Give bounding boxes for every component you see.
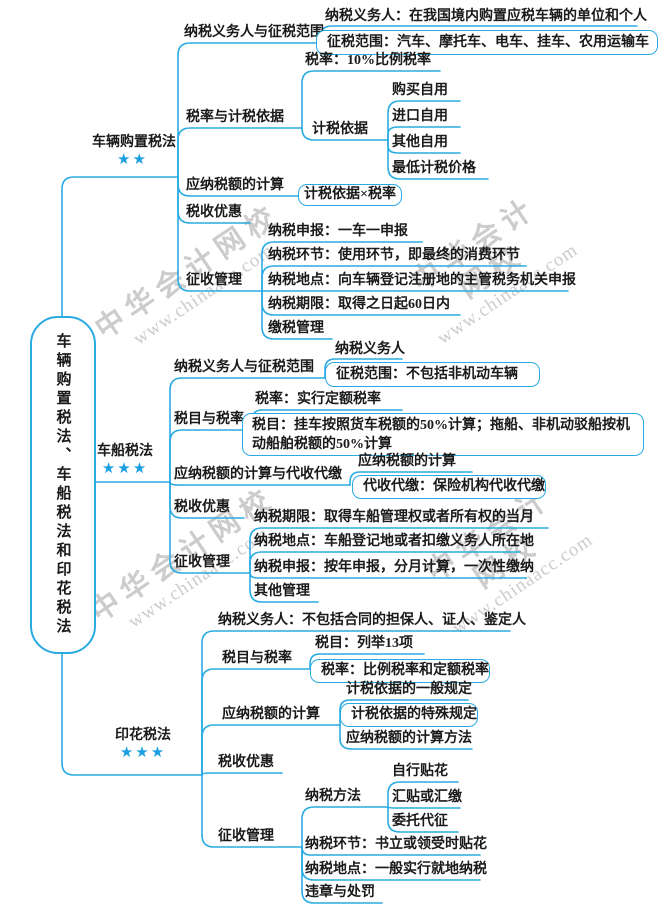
node-label: 税率：实行定额税率 [255, 392, 381, 407]
node-label: 应纳税额的计算方法 [346, 731, 472, 746]
node-label: 购买自用 [392, 83, 448, 98]
node-label: 计税依据 [312, 122, 368, 137]
branch-vehicle-vessel-tax-label: 车船税法 [97, 444, 153, 459]
node-label: 其他自用 [392, 135, 448, 150]
node-box: 计税依据的特殊规定 [340, 703, 478, 727]
node-label: 进口自用 [392, 109, 448, 124]
node-label: 税目与税率 [174, 412, 244, 427]
node-label: 违章与处罚 [305, 885, 375, 900]
node-label: 纳税地点：一般实行就地纳税 [305, 862, 487, 877]
node-label: 最低计税价格 [392, 161, 476, 176]
branch-vehicle-purchase-tax-label: 车辆购置税法 [92, 135, 176, 150]
node-label: 其他管理 [254, 584, 310, 599]
node-label: 纳税义务人 [335, 342, 405, 357]
node-label: 应纳税额的计算 [186, 178, 284, 193]
node-label: 税收优惠 [218, 755, 274, 770]
node-label: 纳税申报：按年申报，分月计算，一次性缴纳 [254, 560, 534, 575]
node-label: 税收优惠 [186, 205, 242, 220]
node-label: 应纳税额的计算与代收代缴 [174, 467, 342, 482]
root-node: 车辆购置税法、车船税法和印花税法 [30, 316, 96, 654]
node-label: 纳税义务人：在我国境内购置应税车辆的单位和个人 [325, 9, 647, 24]
node-box: 税目：挂车按照货车税额的50%计算；拖船、非机动驳船按机动船舶税额的50%计算 [242, 413, 644, 456]
branch-vehicle-vessel-tax-stars: ★★★ [101, 461, 149, 477]
node-label: 应纳税额的计算 [222, 707, 320, 722]
node-label: 应纳税额的计算 [358, 454, 456, 469]
node-label: 税率：10%比例税率 [305, 53, 431, 68]
branch-stamp-tax-stars: ★★★ [119, 745, 167, 761]
branch-vehicle-purchase-tax-stars: ★★ [117, 152, 148, 168]
node-label: 纳税期限：取得之日起60日内 [268, 297, 450, 312]
node-label: 纳税义务人与征税范围 [184, 25, 324, 40]
node-label: 纳税地点：车船登记地或者扣缴义务人所在地 [254, 534, 534, 549]
node-label: 纳税义务人与征税范围 [174, 360, 314, 375]
node-label: 计税依据的一般规定 [346, 682, 472, 697]
node-label: 征收管理 [218, 829, 274, 844]
branch-stamp-tax-label: 印花税法 [115, 728, 171, 743]
node-label: 缴税管理 [268, 321, 324, 336]
node-label: 征收管理 [174, 555, 230, 570]
node-label: 汇贴或汇缴 [392, 790, 462, 805]
node-label: 纳税期限：取得车船管理权或者所有权的当月 [254, 510, 534, 525]
root-node-label: 车辆购置税法、车船税法和印花税法 [54, 333, 71, 637]
node-label: 纳税地点：向车辆登记注册地的主管税务机关申报 [268, 273, 576, 288]
node-label: 纳税环节：书立或领受时贴花 [305, 837, 487, 852]
node-box: 征税范围：不包括非机动车辆 [325, 362, 540, 387]
node-label: 税率与计税依据 [186, 110, 284, 125]
node-label: 委托代征 [392, 814, 448, 829]
node-label: 税收优惠 [174, 500, 230, 515]
node-label: 纳税环节：使用环节，即最终的消费环节 [268, 248, 520, 263]
node-label: 纳税申报：一车一申报 [268, 224, 408, 239]
node-box: 代收代缴：保险机构代收代缴 [352, 475, 546, 499]
node-label: 税目：列举13项 [315, 636, 413, 651]
node-label: 纳税义务人：不包括合同的担保人、证人、鉴定人 [218, 613, 526, 628]
node-box: 征税范围：汽车、摩托车、电车、挂车、农用运输车 [316, 30, 658, 55]
node-box: 税率：比例税率和定额税率 [310, 659, 490, 683]
node-label: 自行贴花 [392, 764, 448, 779]
node-box: 计税依据×税率 [298, 184, 402, 206]
node-label: 纳税方法 [305, 789, 361, 804]
node-label: 征收管理 [186, 273, 242, 288]
node-label: 税目与税率 [222, 651, 292, 666]
